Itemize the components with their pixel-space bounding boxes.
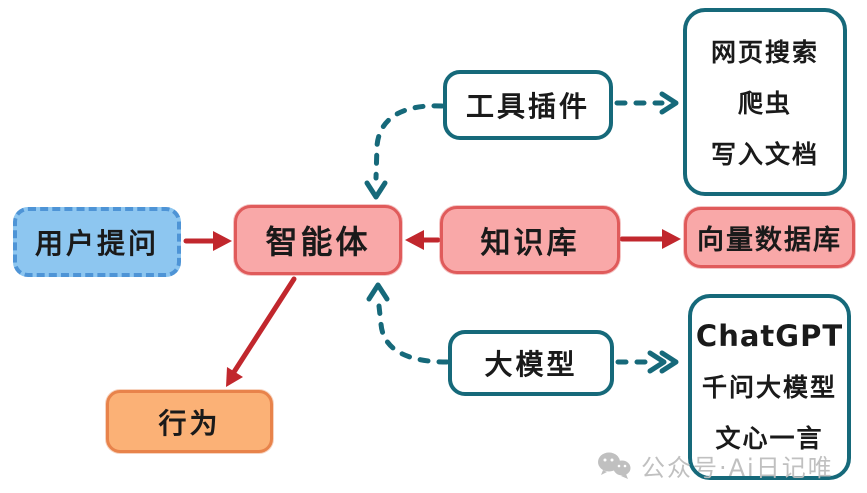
node-agent: 智能体 <box>234 205 402 275</box>
model-example-qianwen: 千问大模型 <box>701 372 837 402</box>
model-example-chatgpt: ChatGPT <box>695 319 844 354</box>
model-example-wenxin: 文心一言 <box>715 423 824 453</box>
node-vector-db-label: 向量数据库 <box>697 225 842 256</box>
watermark-text: 公众号·Ai日记唯 <box>641 454 834 482</box>
node-knowledge-base-label: 知识库 <box>480 226 580 261</box>
node-model-examples: ChatGPT 千问大模型 文心一言 <box>688 294 851 480</box>
line-toolplugin-to-agent <box>373 103 445 181</box>
wechat-icon <box>598 452 631 479</box>
watermark: 公众号·Ai日记唯 <box>596 448 834 483</box>
tool-example-write-doc: 写入文档 <box>710 139 819 169</box>
node-action-label: 行为 <box>158 406 221 440</box>
node-tool-plugin-label: 工具插件 <box>465 90 590 123</box>
teal-arrowheads <box>364 91 679 374</box>
node-vector-db: 向量数据库 <box>684 207 855 268</box>
node-llm: 大模型 <box>448 330 614 396</box>
node-tool-examples: 网页搜索 爬虫 写入文档 <box>683 8 847 196</box>
arrow-agent-to-action <box>231 276 297 375</box>
node-agent-label: 智能体 <box>265 223 371 261</box>
red-arrowheads <box>213 229 681 387</box>
node-user-question: 用户提问 <box>13 207 181 277</box>
node-user-question-label: 用户提问 <box>34 227 159 260</box>
tool-example-crawler: 爬虫 <box>737 88 792 118</box>
teal-dashed-lines <box>373 100 665 365</box>
tool-example-web-search: 网页搜索 <box>710 38 819 68</box>
node-knowledge-base: 知识库 <box>440 206 620 274</box>
node-tool-plugin: 工具插件 <box>443 70 613 140</box>
node-llm-label: 大模型 <box>484 348 578 381</box>
node-action: 行为 <box>106 390 273 453</box>
line-llm-to-agent <box>376 303 450 365</box>
